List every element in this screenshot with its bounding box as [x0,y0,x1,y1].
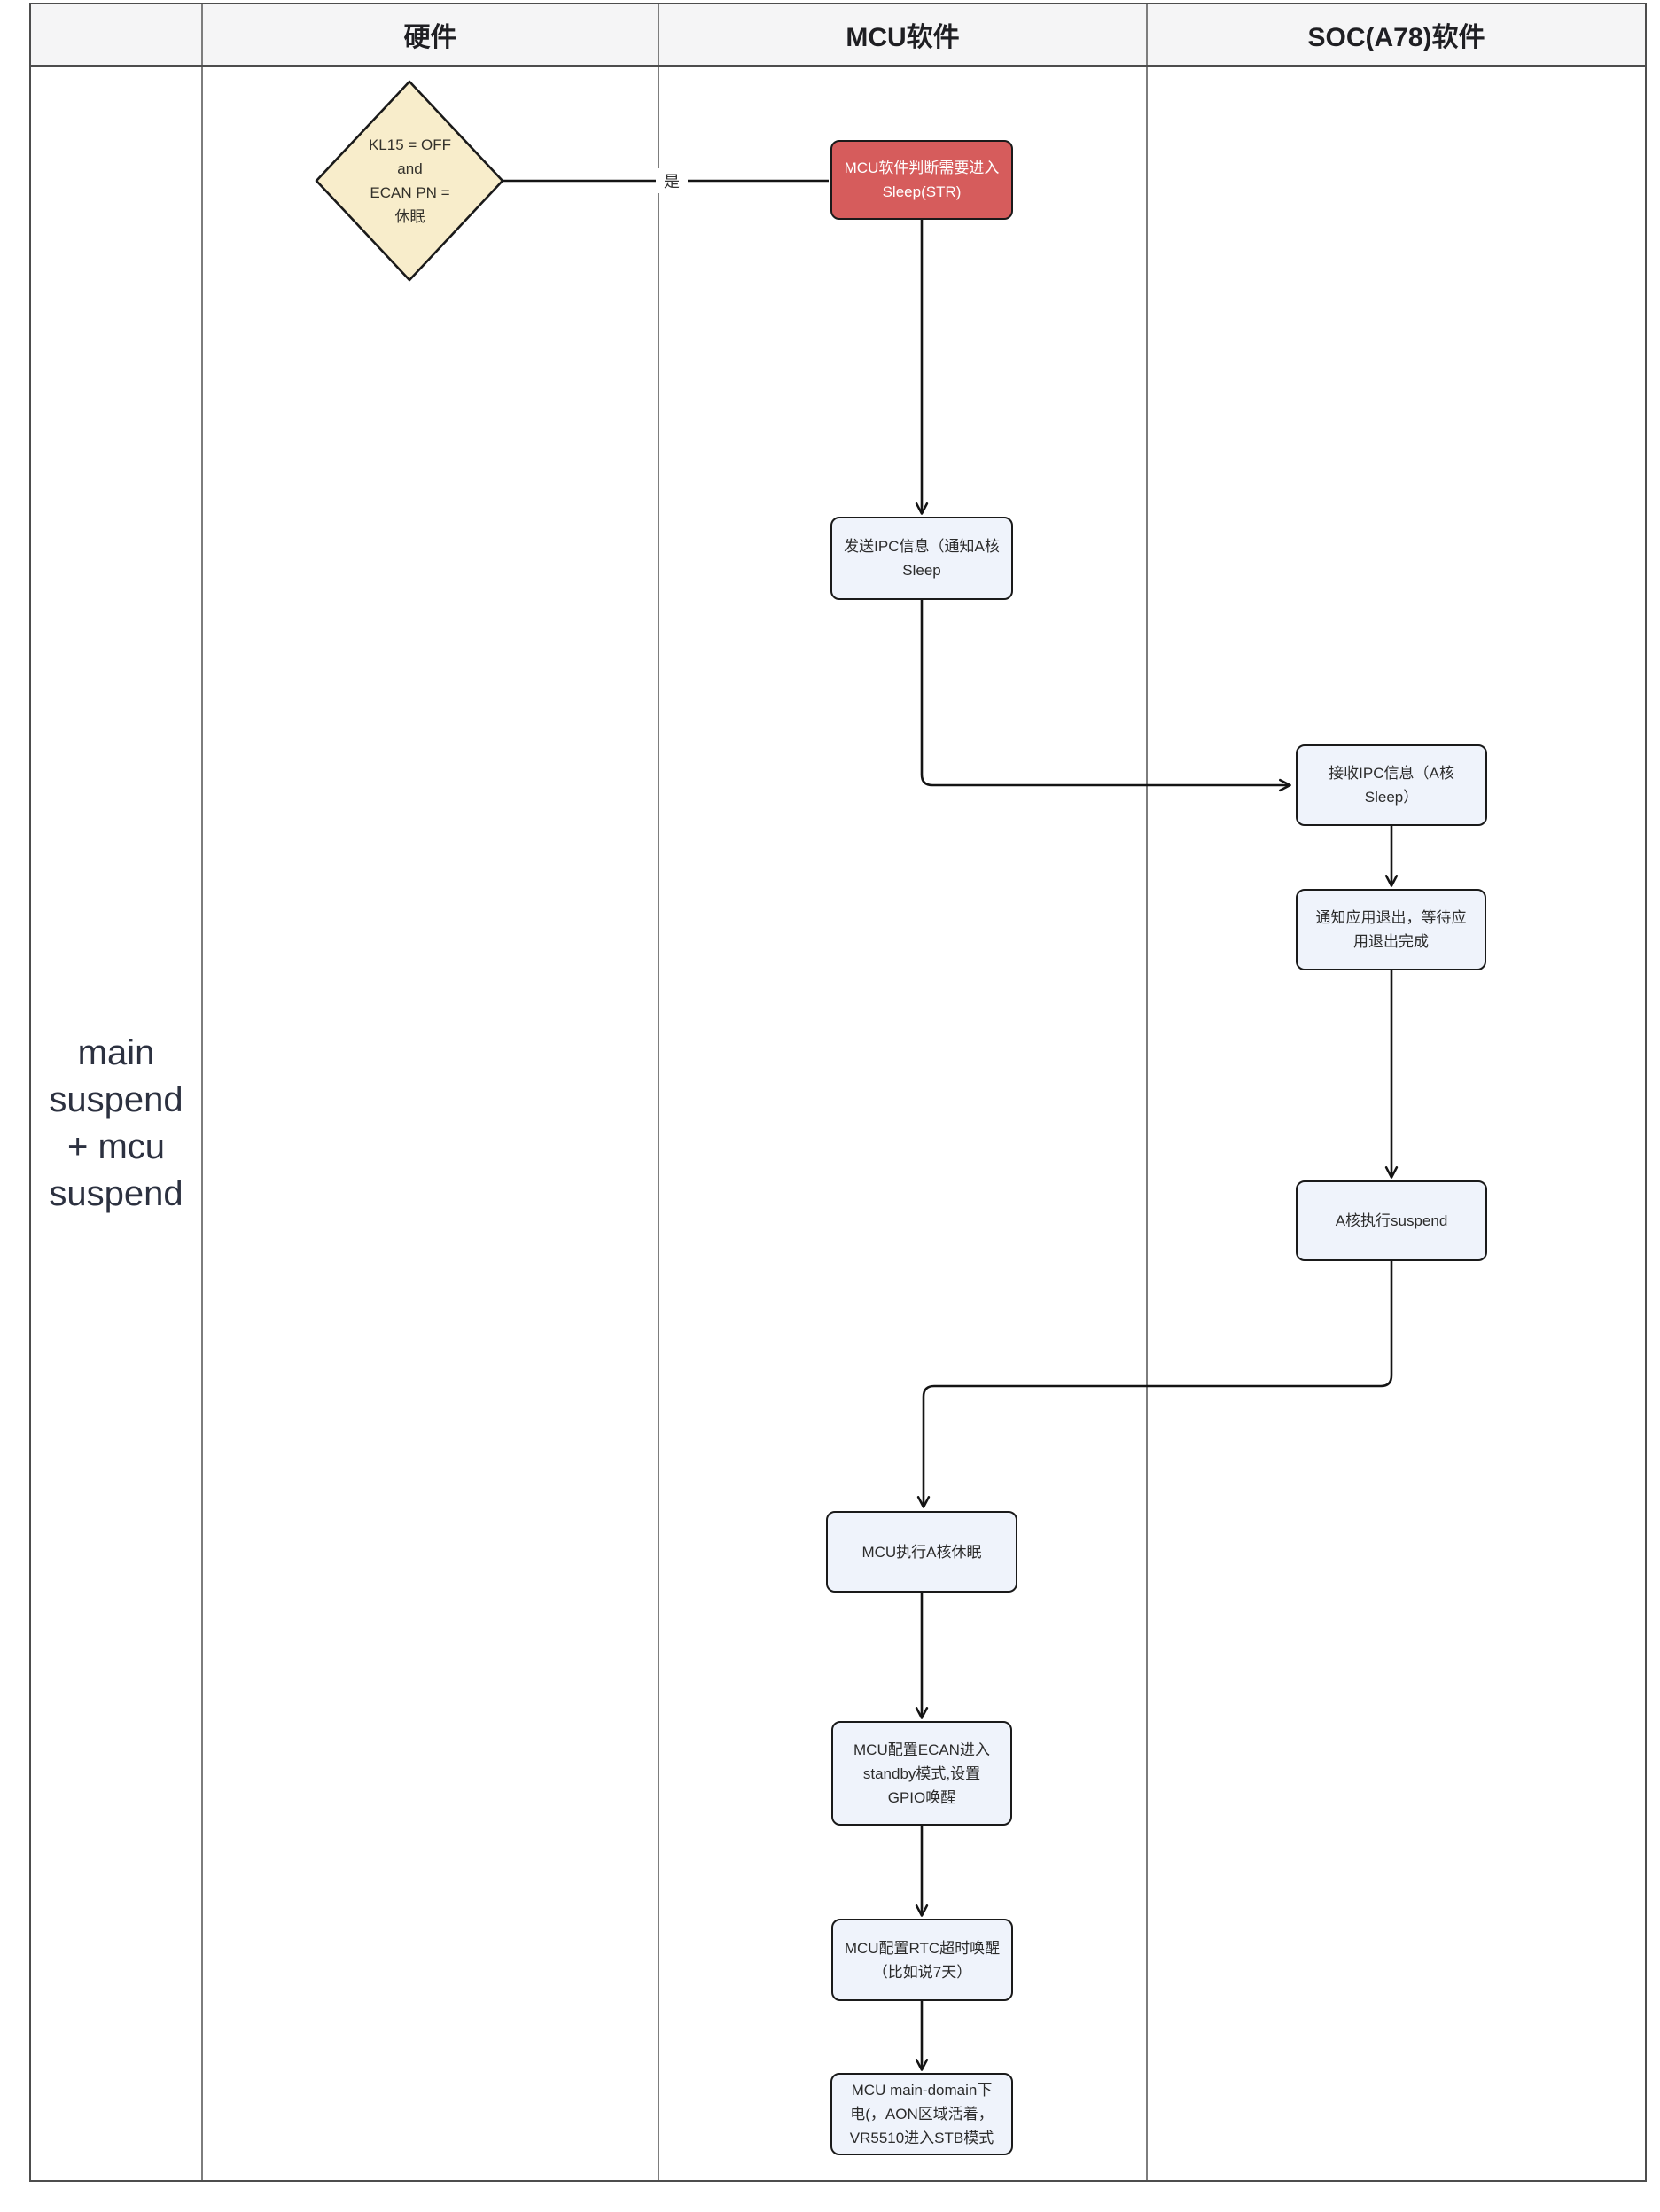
node-a-core-suspend[interactable]: A核执行suspend [1296,1180,1487,1261]
swimlane-table: 硬件 MCU软件 SOC(A78)软件 main suspend + mcu s… [29,3,1647,2182]
lane-soc-software [1148,67,1645,2180]
swimlane-body-row: main suspend + mcu suspend [31,67,1645,2180]
node-rtc-timeout-wake[interactable]: MCU配置RTC超时唤醒 （比如说7天） [831,1919,1013,2001]
header-cell-empty [31,4,203,65]
node-ecan-standby[interactable]: MCU配置ECAN进入 standby模式,设置 GPIO唤醒 [831,1721,1012,1826]
header-label-mcu-software: MCU软件 [846,23,960,52]
lane-mcu-software [659,67,1148,2180]
node-judge-sleep[interactable]: MCU软件判断需要进入 Sleep(STR) [830,140,1013,220]
header-cell-mcu-software: MCU软件 [659,4,1148,65]
row-label: main suspend + mcu suspend [49,1033,183,1213]
node-recv-ipc[interactable]: 接收IPC信息（A核 Sleep） [1296,744,1487,826]
header-cell-soc-software: SOC(A78)软件 [1148,4,1645,65]
header-cell-hardware: 硬件 [203,4,659,65]
node-mcu-exec-a-sleep[interactable]: MCU执行A核休眠 [826,1511,1017,1593]
node-decision-kl15[interactable]: KL15 = OFF and ECAN PN = 休眠 [368,136,452,225]
node-notify-app-exit[interactable]: 通知应用退出，等待应 用退出完成 [1296,889,1486,970]
row-label-cell: main suspend + mcu suspend [31,67,203,2180]
swimlane-header-row: 硬件 MCU软件 SOC(A78)软件 [31,4,1645,67]
node-send-ipc[interactable]: 发送IPC信息（通知A核 Sleep [830,517,1013,600]
header-label-soc-software: SOC(A78)软件 [1307,23,1485,52]
node-main-domain-off[interactable]: MCU main-domain下 电(，AON区域活着， VR5510进入STB… [830,2073,1013,2155]
header-label-hardware: 硬件 [403,23,457,52]
lane-hardware [203,67,659,2180]
edge-yes-label: 是 [656,168,688,193]
